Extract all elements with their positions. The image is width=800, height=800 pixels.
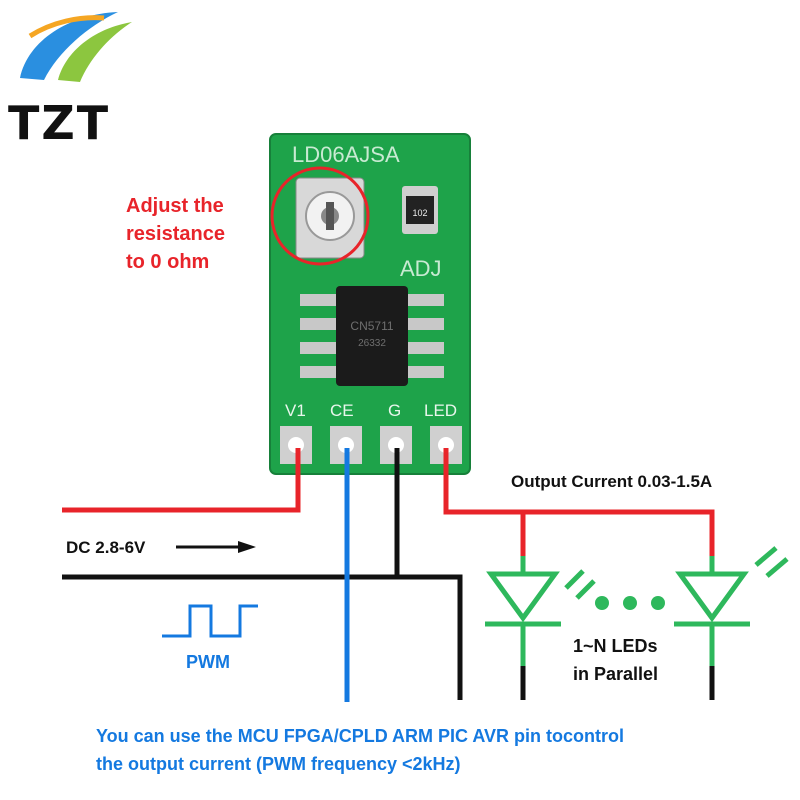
pin-label-g: G [388,401,401,420]
adj-label: ADJ [400,256,442,281]
led-2 [674,546,789,666]
led-ellipsis-dots [595,596,665,610]
leds-label-line2: in Parallel [573,664,659,684]
logo-mark [20,12,132,82]
pin-pads [280,426,462,464]
leds-label-line1: 1~N LEDs [573,636,658,656]
dc-input-label: DC 2.8-6V [66,538,146,557]
pwm-label: PWM [186,652,230,672]
footer-note: You can use the MCU FPGA/CPLD ARM PIC AV… [96,722,624,778]
pin-label-ce: CE [330,401,354,420]
brand-logo-text: TZT [8,96,111,150]
wire-black-ground [62,448,715,700]
resistor-code: 102 [412,208,427,218]
pwm-waveform [162,604,258,638]
footer-note-line2: the output current (PWM frequency <2kHz) [96,754,461,774]
smd-resistor: 102 [402,186,438,234]
adjust-annotation-line2: resistance [126,223,225,245]
chip-marking-2: 26332 [358,338,386,349]
adjust-highlight-circle [270,166,370,266]
adjust-annotation: Adjust the resistance to 0 ohm [126,192,266,276]
adjust-annotation-line3: to 0 ohm [126,251,210,273]
chip-marking-1: CN5711 [350,319,393,333]
footer-note-line1: You can use the MCU FPGA/CPLD ARM PIC AV… [96,726,625,746]
pin-label-v1: V1 [285,401,306,420]
adjust-annotation-line1: Adjust the [126,195,224,217]
ic-chip: CN5711 26332 [336,286,408,386]
leds-label: 1~N LEDs in Parallel [573,632,658,688]
led-1 [485,556,596,666]
wire-red-input [62,448,301,513]
pcb-module: LD06AJSA 102 ADJ CN5711 26332 V1 [269,133,471,475]
potentiometer [295,177,365,259]
silkscreen-model: LD06AJSA [292,142,400,167]
wire-red-output [443,448,715,556]
output-current-label: Output Current 0.03-1.5A [511,472,713,491]
pin-label-led: LED [424,401,457,420]
ic-pads [300,294,444,378]
dc-arrow [176,541,256,553]
